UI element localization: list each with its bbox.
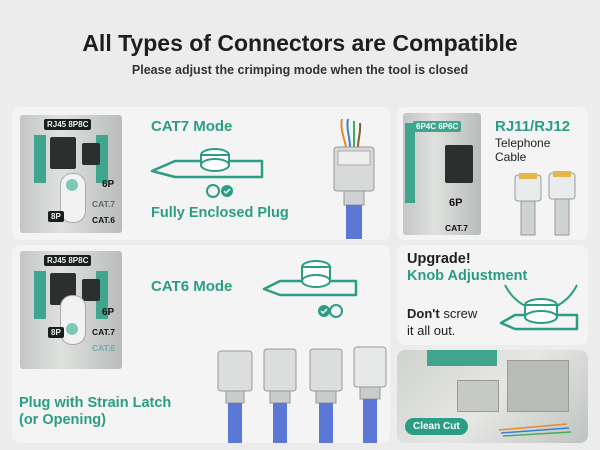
tool-label: RJ45 8P8C: [44, 255, 92, 266]
telephone-line2: Cable: [495, 150, 527, 164]
tool-6p-label: 6P: [102, 307, 115, 318]
crimper-tool-photo: RJ45 8P8C 6P 8P CAT.7 CAT.6: [20, 251, 122, 369]
dont-screw-line1: Don't screw: [407, 305, 477, 322]
strain-latch-line2: (or Opening): [19, 412, 106, 428]
tool-6p-label: 6P: [102, 179, 115, 190]
rj11-plugs-photo: [514, 171, 576, 236]
dont-screw-line2: it all out.: [407, 323, 456, 338]
cut-wires-icon: [498, 423, 572, 437]
tool-cat7-label: CAT.7: [92, 199, 115, 209]
strain-latch-plug-label: Plug with Strain Latch (or Opening): [19, 395, 171, 429]
knob-diagram-icon: [262, 260, 358, 318]
rj11-panel: 6P4C 6P6C 6P CAT.7 RJ11/RJ12 Telephone C…: [397, 107, 588, 240]
cat7-mode-label: CAT7 Mode: [151, 118, 233, 135]
page-title: All Types of Connectors are Compatible: [82, 30, 518, 56]
knob-diagram-icon: [150, 148, 264, 198]
knob-diagram-icon: [499, 284, 579, 331]
crimper-tool-photo: 6P4C 6P6C 6P CAT.7: [403, 113, 481, 235]
tool-cat6-label: CAT.6: [92, 343, 115, 353]
clean-cut-panel: Clean Cut: [397, 350, 588, 443]
cat7-panel: RJ45 8P8C 6P 8P CAT.7 CAT.6 CAT7 Mode Fu…: [12, 107, 390, 240]
telephone-cable-label: Telephone Cable: [495, 136, 550, 164]
screw-word: screw: [439, 306, 478, 321]
cat6-plugs-photo: [217, 346, 387, 443]
tool-cat6-label: CAT.6: [92, 215, 115, 225]
crimper-tool-photo: RJ45 8P8C 6P 8P CAT.7 CAT.6: [20, 115, 122, 233]
knob-adjustment-label: Knob Adjustment: [407, 268, 528, 284]
dont-word: Don't: [407, 306, 440, 321]
dont-screw-label: Don't screw it all out.: [407, 305, 477, 339]
tool-cat7-label: CAT.7: [92, 327, 115, 337]
tool-8p-label: 8P: [48, 211, 64, 222]
knob-panel: Upgrade! Knob Adjustment Don't screw it …: [397, 245, 588, 345]
tool-label: RJ45 8P8C: [44, 119, 92, 130]
page-subtitle: Please adjust the crimping mode when the…: [131, 63, 469, 77]
telephone-line1: Telephone: [495, 136, 551, 150]
cat6-panel: RJ45 8P8C 6P 8P CAT.7 CAT.6 CAT6 Mode Pl…: [12, 245, 390, 443]
tool-label: 6P4C 6P6C: [413, 121, 462, 132]
selector-knob: [60, 295, 86, 345]
cat7-plug-photo: [333, 119, 375, 239]
fully-enclosed-plug-label: Fully Enclosed Plug: [151, 205, 289, 221]
tool-8p-label: 8P: [48, 327, 64, 338]
upgrade-label: Upgrade!: [407, 251, 471, 267]
tool-cat7-label: CAT.7: [445, 223, 468, 233]
strain-latch-line1: Plug with Strain Latch: [19, 395, 172, 411]
rj11-rj12-title: RJ11/RJ12: [495, 118, 571, 135]
tool-6p-label: 6P: [449, 197, 463, 209]
clean-cut-badge: Clean Cut: [405, 418, 468, 435]
cat6-mode-label: CAT6 Mode: [151, 278, 233, 295]
